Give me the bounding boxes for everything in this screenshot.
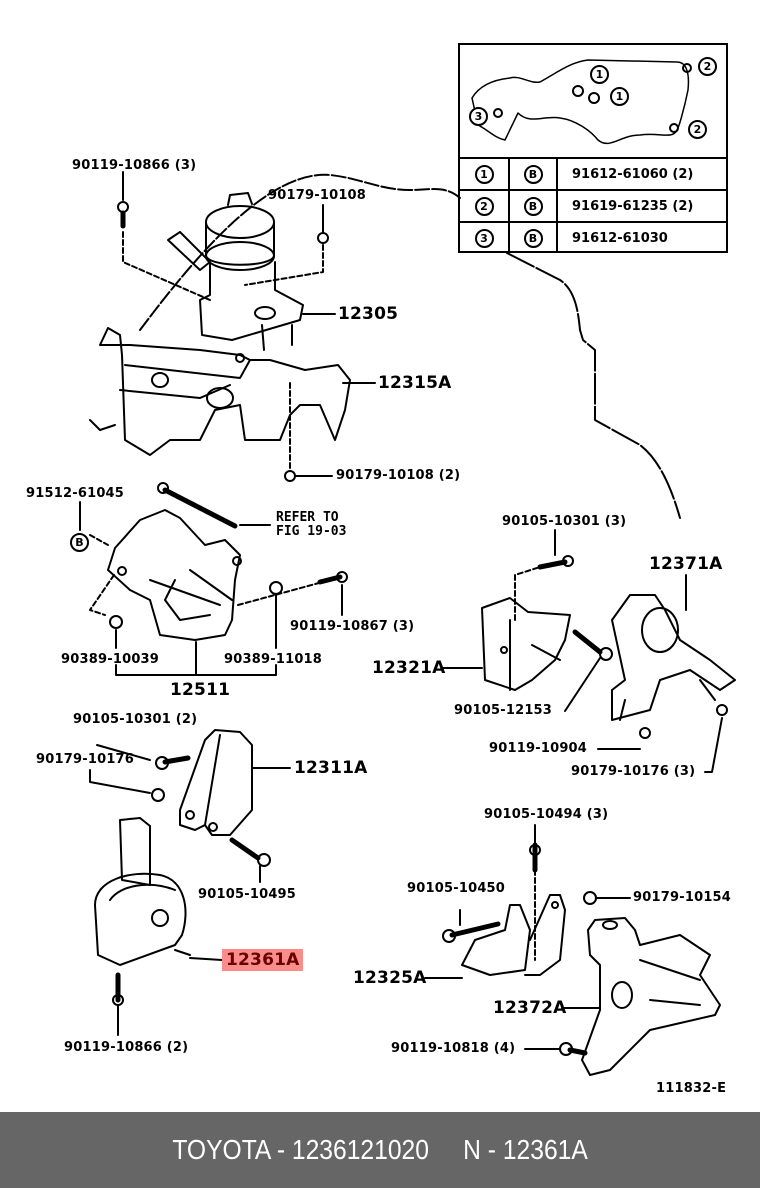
callout-type: B [523, 228, 543, 248]
washer-90389-10039 [109, 615, 123, 629]
diagram-line-art [79, 59, 736, 1076]
callout-row: 3 B 91612-61030 [460, 221, 726, 253]
figure-id: 111832-E [656, 1081, 727, 1096]
mount-12361A [94, 817, 191, 966]
part-label-90389-11018[interactable]: 90389-11018 [224, 652, 323, 667]
part-label-90119-10904[interactable]: 90119-10904 [489, 741, 588, 756]
callout-type: B [523, 164, 543, 184]
connection-dashed-line-right [506, 252, 681, 519]
callout-part-number[interactable]: 91612-61030 [572, 230, 668, 246]
part-label-12325A[interactable]: 12325A [353, 968, 427, 988]
parts-diagram: 1 1 2 2 3 1 B 91612-61060 (2) 2 B 91619-… [26, 43, 736, 1096]
mount-12371A [611, 594, 736, 721]
inset-marker-1b: 1 [610, 87, 629, 106]
callout-number: 1 [474, 164, 494, 184]
bracket-12315A [89, 327, 351, 456]
mount-12372A [581, 917, 721, 1076]
footer-bar: TOYOTA - 1236121020 N - 12361A [0, 1112, 760, 1188]
callout-part-number[interactable]: 91612-61060 (2) [572, 166, 694, 182]
inset-marker-3: 3 [469, 107, 488, 126]
part-label-90105-10494-3[interactable]: 90105-10494 (3) [484, 807, 609, 822]
part-label-12511[interactable]: 12511 [170, 680, 231, 700]
inset-marker-1: 1 [590, 65, 609, 84]
bolt-90105-10301 [537, 559, 568, 570]
part-label-12311A[interactable]: 12311A [294, 758, 368, 778]
washer-90389-11018 [269, 581, 283, 595]
part-label-90105-10495[interactable]: 90105-10495 [198, 887, 297, 902]
callout-type: B [523, 196, 543, 216]
part-label-90105-12153[interactable]: 90105-12153 [454, 703, 553, 718]
bolt-90105-12153 [572, 629, 603, 655]
nut-90179-10176-3 [716, 704, 728, 716]
bolt-90119-10904 [639, 727, 651, 739]
callout-number: 3 [474, 228, 494, 248]
part-label-90105-10301-2[interactable]: 90105-10301 (2) [73, 712, 198, 727]
inset-callout-table: 1 1 2 2 3 1 B 91612-61060 (2) 2 B 91619-… [458, 43, 728, 253]
b-marker: B [70, 533, 89, 552]
footer-part-caption: TOYOTA - 1236121020 N - 12361A [172, 1134, 588, 1165]
part-label-12305[interactable]: 12305 [338, 304, 399, 324]
part-label-90389-10039[interactable]: 90389-10039 [61, 652, 160, 667]
bracket-12321A [481, 597, 571, 691]
part-label-90105-10301-3[interactable]: 90105-10301 (3) [502, 514, 627, 529]
callout-row: 1 B 91612-61060 (2) [460, 157, 726, 189]
part-label-90105-10450[interactable]: 90105-10450 [407, 881, 506, 896]
part-label-90179-10176-3[interactable]: 90179-10176 (3) [571, 764, 696, 779]
bracket-12311A [179, 729, 253, 836]
inset-marker-2b: 2 [688, 120, 707, 139]
part-label-12372A[interactable]: 12372A [493, 998, 567, 1018]
part-label-12321A[interactable]: 12321A [372, 658, 446, 678]
connection-dashed-line [139, 173, 461, 331]
part-label-90179-10108-2[interactable]: 90179-10108 (2) [336, 468, 461, 483]
part-label-91512-61045[interactable]: 91512-61045 [26, 486, 125, 501]
part-label-90119-10866-3[interactable]: 90119-10866 (3) [72, 158, 197, 173]
engine-mount-12305 [167, 192, 304, 351]
part-label-90119-10866-2[interactable]: 90119-10866 (2) [64, 1040, 189, 1055]
bolt-90105-10301-2 [162, 755, 191, 765]
callout-part-number[interactable]: 91619-61235 (2) [572, 198, 694, 214]
refer-to-fig-note[interactable]: REFER TO FIG 19-03 [276, 510, 347, 539]
part-label-12361A-highlighted[interactable]: 12361A [222, 949, 303, 971]
nut-90179-10154 [583, 891, 597, 905]
bolt-90105-10450 [449, 921, 501, 938]
inset-marker-2: 2 [698, 57, 717, 76]
nut-90179-10176 [151, 788, 165, 802]
callout-number: 2 [474, 196, 494, 216]
bolt-90105-10495 [229, 837, 261, 861]
dashed-leader [89, 534, 115, 616]
dashed-leader [237, 579, 331, 606]
dashed-leader [514, 566, 541, 621]
inset-engine-outline [471, 59, 692, 145]
part-label-90119-10818-4[interactable]: 90119-10818 (4) [391, 1041, 516, 1056]
part-label-90179-10176[interactable]: 90179-10176 [36, 752, 135, 767]
part-label-90119-10867-3[interactable]: 90119-10867 (3) [290, 619, 415, 634]
part-label-90179-10108[interactable]: 90179-10108 [268, 188, 367, 203]
part-label-12371A[interactable]: 12371A [649, 554, 723, 574]
callout-row: 2 B 91619-61235 (2) [460, 189, 726, 221]
bracket-12511 [107, 482, 242, 641]
leader-lines [79, 171, 723, 1050]
bracket-12325A [461, 894, 566, 976]
part-label-12315A[interactable]: 12315A [378, 373, 452, 393]
part-label-90179-10154[interactable]: 90179-10154 [633, 890, 732, 905]
